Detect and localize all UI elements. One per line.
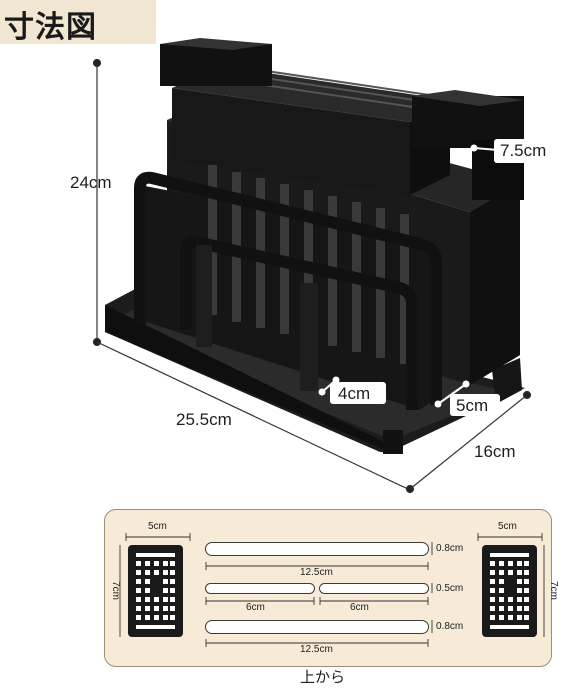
front-post-right <box>300 283 318 391</box>
width-label: 25.5cm <box>176 410 232 429</box>
height-dim-end-top <box>92 58 102 68</box>
slot1-length-label: 12.5cm <box>300 567 333 578</box>
top-view-caption: 上から <box>300 668 346 686</box>
depth-label: 16cm <box>474 442 516 461</box>
page-title: 寸法図 <box>4 10 97 45</box>
holder-size-label: 7.5cm <box>500 141 547 160</box>
product-illustration <box>92 38 560 494</box>
slot3-length-label: 12.5cm <box>300 644 333 655</box>
front-post-left <box>196 245 212 347</box>
title-background <box>0 0 156 44</box>
knife-block <box>160 38 524 200</box>
gap-side-label: 5cm <box>456 396 489 415</box>
depth-dim-end <box>522 390 532 400</box>
label-bg-gap-side <box>450 394 500 416</box>
right-holder <box>482 545 537 637</box>
gap-front-label: 4cm <box>338 384 371 403</box>
slot-2b <box>319 583 429 594</box>
slot2a-length-label: 6cm <box>246 602 265 613</box>
front-rack <box>134 165 442 410</box>
slot-1 <box>205 542 429 556</box>
height-label: 24cm <box>70 173 112 192</box>
slot2-width-label: 0.5cm <box>436 583 464 594</box>
left-cup <box>160 44 272 86</box>
label-bg-gap-front <box>330 382 386 404</box>
depth-dimension-line <box>409 394 528 490</box>
slot2b-length-label: 6cm <box>350 602 369 613</box>
right-holder-height-label: 7cm <box>547 581 559 600</box>
left-holder <box>128 545 183 637</box>
label-bg-holder <box>494 139 560 163</box>
right-holder-width-label: 5cm <box>498 521 517 532</box>
left-holder-height-label: 7cm <box>109 581 121 600</box>
slot-2a <box>205 583 315 594</box>
slot3-width-label: 0.8cm <box>436 621 464 632</box>
left-holder-width-label: 5cm <box>148 521 167 532</box>
width-dimension-line <box>96 341 411 491</box>
slot1-width-label: 0.8cm <box>436 543 464 554</box>
slot-3 <box>205 620 429 634</box>
